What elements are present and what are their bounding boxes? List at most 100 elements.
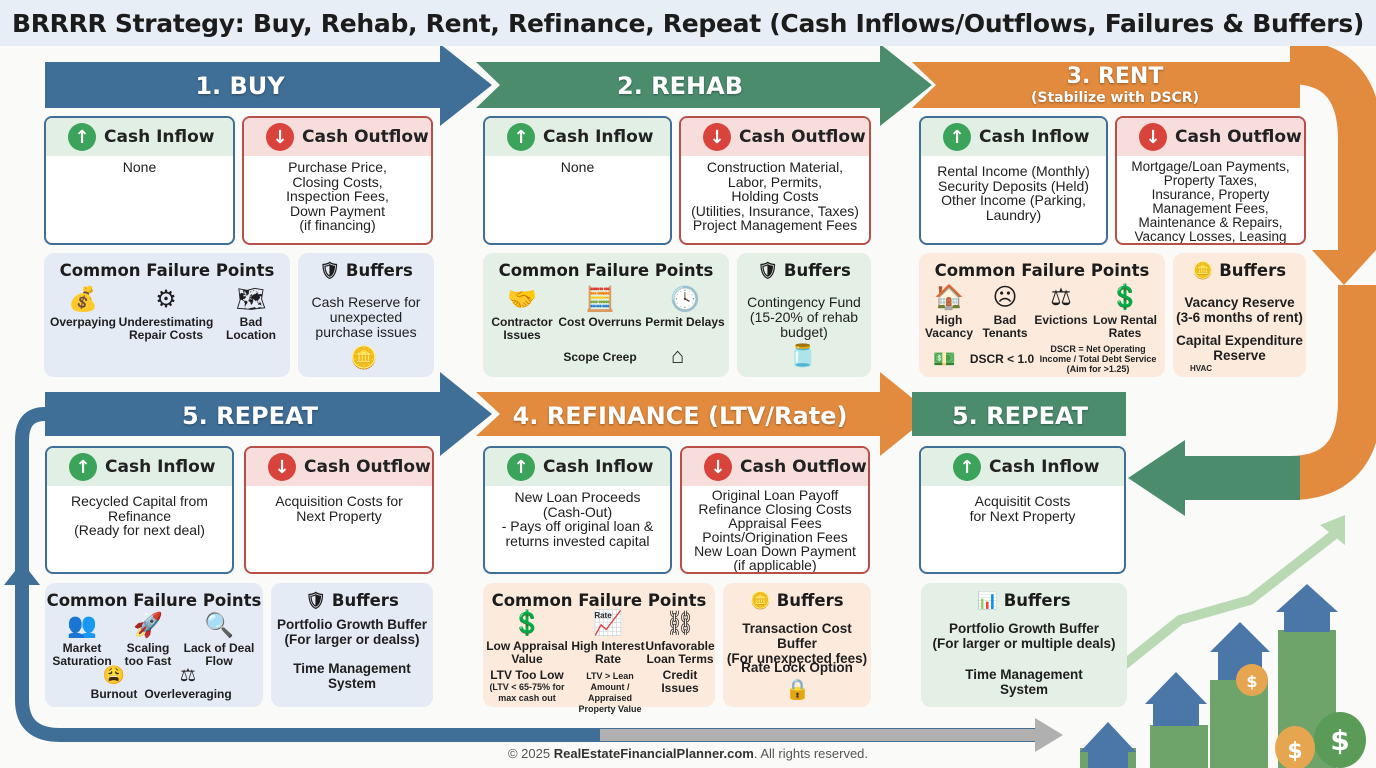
step-buy-label: 1. BUY — [195, 72, 285, 100]
refi-inflow-header: ↑Cash Inflow — [485, 448, 670, 486]
gears-icon: ⚙ — [155, 286, 177, 313]
step-refinance-label: 4. REFINANCE (LTV/Rate) — [512, 402, 848, 430]
rent-failure-title: Common Failure Points — [934, 261, 1150, 280]
repeat-failure-4: ⚖Overleveraging — [144, 665, 232, 701]
shield-icon: 🛡 — [305, 591, 327, 610]
money-bags-icon: $ $ $ — [1236, 664, 1366, 768]
buy-failure-0: 💰Overpaying — [49, 286, 117, 329]
gavel-icon: ⚖ — [1050, 284, 1072, 311]
arrow-down-icon: ↓ — [266, 123, 294, 151]
repeat2-inflow-text: Acquisitit Costs for Next Property — [969, 493, 1076, 524]
refi-ltv-low-note: (LTV < 65-75% for max cash out — [489, 682, 565, 703]
repeat-failure-2: 🔍Lack of Deal Flow — [179, 613, 259, 667]
rent-buffer-capex: Capital Expenditure Reserve — [1176, 333, 1303, 363]
page-title: BRRRR Strategy: Buy, Rehab, Rent, Refina… — [11, 8, 1365, 38]
repeat-outflow-header: ↓ Cash Outflow — [246, 448, 432, 486]
refi-ltv-high: LTV > Lean Amount / Appraised Property V… — [578, 671, 642, 714]
refi-inflow-title: Cash Inflow — [543, 457, 654, 477]
rent-outflow-text: Mortgage/Loan Payments, Property Taxes, … — [1131, 159, 1290, 244]
arrow-down-icon: ↓ — [703, 123, 731, 151]
repeat-inflow-box: ↑Cash Inflow Recycled Capital from Refin… — [45, 446, 234, 574]
arrow-down-icon: ↓ — [268, 453, 296, 481]
repeat2-buffer-panel: 📊 Buffers Portfolio Growth Buffer (For l… — [921, 583, 1127, 707]
buy-outflow-title: Cash Outflow — [302, 127, 429, 147]
repeat-buffer-2: Time Management System — [293, 661, 411, 691]
rehab-outflow-text: Construction Material, Labor, Permits, H… — [691, 159, 859, 233]
rent-outflow-title: Cash Outflow — [1175, 127, 1302, 147]
buy-inflow-title: Cash Inflow — [104, 127, 215, 147]
repeat2-buffer-2: Time Management System — [965, 667, 1083, 697]
refi-credit: Credit Issues — [661, 668, 699, 695]
buy-inflow-text: None — [122, 159, 157, 175]
rent-buffer-panel: 🪙 Buffers Vacancy Reserve (3-6 months of… — [1173, 253, 1306, 377]
rehab-arrow — [476, 44, 932, 126]
footer-site-link[interactable]: RealEstateFinancialPlanner.com — [553, 746, 754, 761]
rent-inflow-title: Cash Inflow — [979, 127, 1090, 147]
arrow-up-icon: ↑ — [507, 123, 535, 151]
rehab-inflow-title: Cash Inflow — [543, 127, 654, 147]
bar-chart-icon: 📊 — [977, 591, 998, 610]
rent-inflow-box: ↑Cash Inflow Rental Income (Monthly) Sec… — [919, 116, 1108, 245]
buy-buffer-title: 🛡 Buffers — [319, 261, 413, 280]
refi-buffer-panel: 🪙 Buffers Transaction Cost Buffer (For u… — [723, 583, 871, 707]
buy-outflow-text: Purchase Price, Closing Costs, Inspectio… — [286, 159, 389, 233]
sad-face-icon: ☹ — [992, 284, 1018, 311]
repeat-outflow-text: Acquisition Costs for Next Property — [275, 493, 403, 524]
step-repeat-left-label: 5. REPEAT — [181, 402, 319, 430]
rent-failure-3: 💲Low Rental Rates — [1089, 285, 1161, 339]
buy-failure-title: Common Failure Points — [59, 261, 275, 280]
refi-failure-title: Common Failure Points — [491, 591, 707, 610]
rehab-inflow-text: None — [560, 159, 595, 175]
repeat-buffer-title: 🛡 Buffers — [305, 591, 399, 610]
buy-buffer-text: Cash Reserve for unexpected purchase iss… — [311, 294, 421, 340]
repeat-failure-title: Common Failure Points — [46, 591, 262, 610]
rehab-outflow-box: ↓ Cash Outflow Construction Material, Lab… — [679, 116, 871, 245]
rehab-outflow-header: ↓ Cash Outflow — [681, 118, 869, 156]
rent-failure-1: ☹Bad Tenants — [977, 285, 1033, 339]
buy-outflow-header: ↓ Cash Outflow — [244, 118, 431, 156]
rent-failure-panel: Common Failure Points 🏠High Vacancy ☹Bad… — [919, 253, 1165, 377]
rehab-outflow-title: Cash Outflow — [739, 127, 866, 147]
rehab-buffer-title: 🛡 Buffers — [757, 261, 851, 280]
repeat2-buffer-title: 📊 Buffers — [977, 591, 1071, 610]
handcuffs-icon: ⛓ — [664, 610, 696, 637]
scale-icon: ⚖ — [179, 665, 197, 685]
houses-icon — [1080, 584, 1338, 768]
refi-inflow-text: New Loan Proceeds (Cash-Out) - Pays off … — [501, 489, 654, 549]
rent-buffer-title: 🪙 Buffers — [1192, 261, 1287, 280]
arrow-up-icon: ↑ — [953, 453, 981, 481]
magnifier-icon: 🔍 — [204, 612, 234, 639]
buy-inflow-box: ↑Cash Inflow None — [44, 116, 235, 245]
arrow-up-icon: ↑ — [69, 453, 97, 481]
lock-icon: 🔒 — [785, 679, 810, 701]
rehab-failure-panel: Common Failure Points 🤝Contractor Issues… — [483, 253, 729, 377]
hvac-label: HVAC — [1189, 364, 1213, 373]
rent-failure-0: 🏠High Vacancy — [921, 285, 977, 339]
refinance-arrow — [476, 372, 932, 456]
refi-buffer-1: Transaction Cost Buffer (For unexpected … — [726, 621, 868, 666]
repeat2-buffer-1: Portfolio Growth Buffer (For larger or m… — [932, 621, 1116, 651]
title-bar: BRRRR Strategy: Buy, Rehab, Rent, Refina… — [0, 0, 1376, 46]
burnout-icon: 😩 — [102, 665, 126, 685]
buy-failure-1: ⚙Underestimating Repair Costs — [118, 286, 214, 342]
money-bag-x-icon: 💰 — [68, 286, 98, 313]
repeat-right-bar — [912, 392, 1126, 436]
arrow-down-icon: ↓ — [704, 453, 732, 481]
rent-curve — [1289, 40, 1376, 250]
repeat-left-arrow — [45, 372, 492, 456]
refi-failure-2: ⛓Unfavorable Loan Terms — [645, 610, 715, 666]
step-repeat-right-label: 5. REPEAT — [951, 402, 1089, 430]
footer-prefix: © 2025 — [507, 746, 554, 761]
repeat-failure-0: 👥Market Saturation — [47, 613, 117, 667]
rent-outflow-box: ↓Cash Outflow Mortgage/Loan Payments, Pr… — [1115, 116, 1306, 245]
rate-chart-icon: 📈 — [593, 610, 623, 637]
svg-text:$: $ — [1330, 724, 1349, 757]
growth-line — [1076, 526, 1344, 704]
rent-dscr-note: DSCR = Net Operating Income / Total Debt… — [1039, 344, 1157, 374]
repeat-outflow-box: ↓ Cash Outflow Acquisition Costs for Next… — [244, 446, 434, 574]
refi-outflow-box: ↓Cash Outflow Original Loan Payoff Refin… — [680, 446, 870, 574]
repeat-outflow-title: Cash Outflow — [304, 457, 431, 477]
refi-inflow-box: ↑Cash Inflow New Loan Proceeds (Cash-Out… — [483, 446, 672, 574]
rehab-failure-2: 🕓Permit Delays — [643, 287, 727, 329]
repeat-failure-3: 😩Burnout — [81, 665, 147, 701]
